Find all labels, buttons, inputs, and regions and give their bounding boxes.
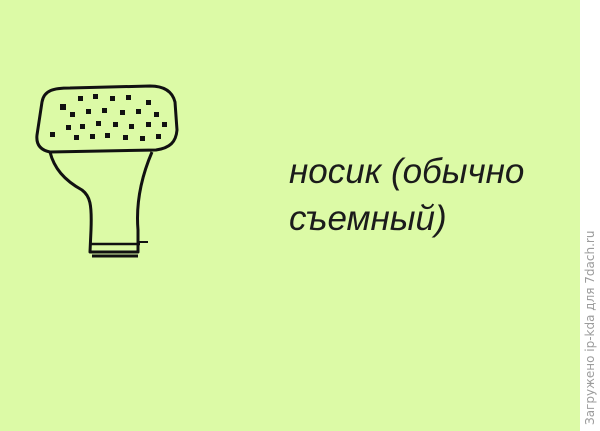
watering-can-nozzle-icon — [35, 84, 179, 258]
watermark-strip: Загружено ip-kda для 7dach.ru — [580, 0, 600, 431]
source-watermark: Загружено ip-kda для 7dach.ru — [583, 230, 597, 425]
slide-canvas: носик (обычно съемный) — [0, 0, 580, 431]
nozzle-caption: носик (обычно съемный) — [289, 148, 524, 242]
caption-line-2: съемный) — [289, 199, 447, 238]
caption-line-1: носик (обычно — [289, 152, 525, 191]
